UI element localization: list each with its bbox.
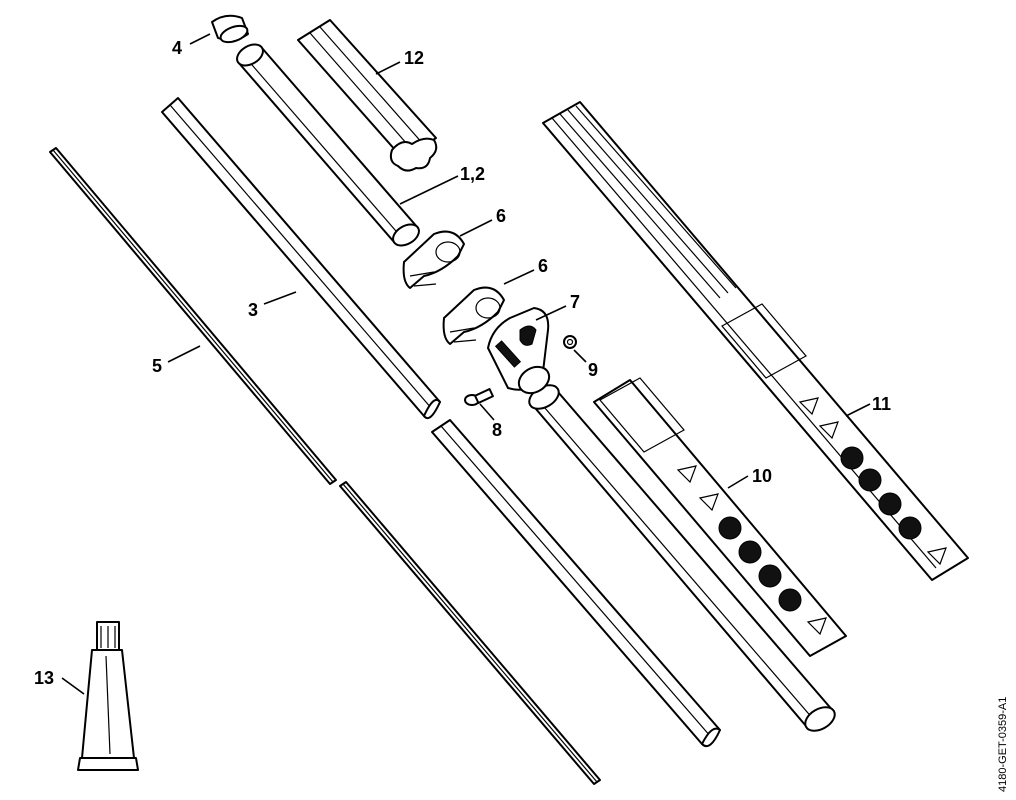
leader-lines <box>61 33 871 695</box>
callout-13: 13 <box>34 668 54 688</box>
callout-3: 3 <box>248 300 258 320</box>
callout-6-lower: 6 <box>538 256 548 276</box>
callout-5: 5 <box>152 356 162 376</box>
callout-labels: 4 12 1,2 6 6 7 9 3 5 8 11 10 13 <box>34 38 891 688</box>
callout-6-upper: 6 <box>496 206 506 226</box>
document-id: 4180-GET-0359-A1 <box>997 697 1009 792</box>
screw-part <box>464 387 494 406</box>
ribbed-sleeve-part <box>297 19 438 172</box>
drive-tube-lower-part <box>528 384 836 732</box>
drive-tube-upper-part <box>236 43 420 247</box>
callout-10: 10 <box>752 466 772 486</box>
clamp-part-upper <box>402 230 465 289</box>
shaft-tube-upper-part <box>161 97 441 420</box>
callout-7: 7 <box>570 292 580 312</box>
callout-9: 9 <box>588 360 598 380</box>
shaft-tube-lower-part <box>431 419 721 748</box>
warning-label-long-part <box>542 101 969 581</box>
callout-12: 12 <box>404 48 424 68</box>
coupling-sleeve-part <box>487 307 551 395</box>
callout-1-2: 1,2 <box>460 164 485 184</box>
callout-8: 8 <box>492 420 502 440</box>
nut-part <box>563 335 577 349</box>
end-cap-part <box>211 14 249 44</box>
warning-label-short-part <box>593 377 847 657</box>
callout-11: 11 <box>872 394 891 414</box>
callout-4: 4 <box>172 38 182 58</box>
clamp-part-lower <box>442 286 505 345</box>
drive-shaft-part <box>49 147 601 785</box>
grease-tube-part <box>77 621 139 771</box>
